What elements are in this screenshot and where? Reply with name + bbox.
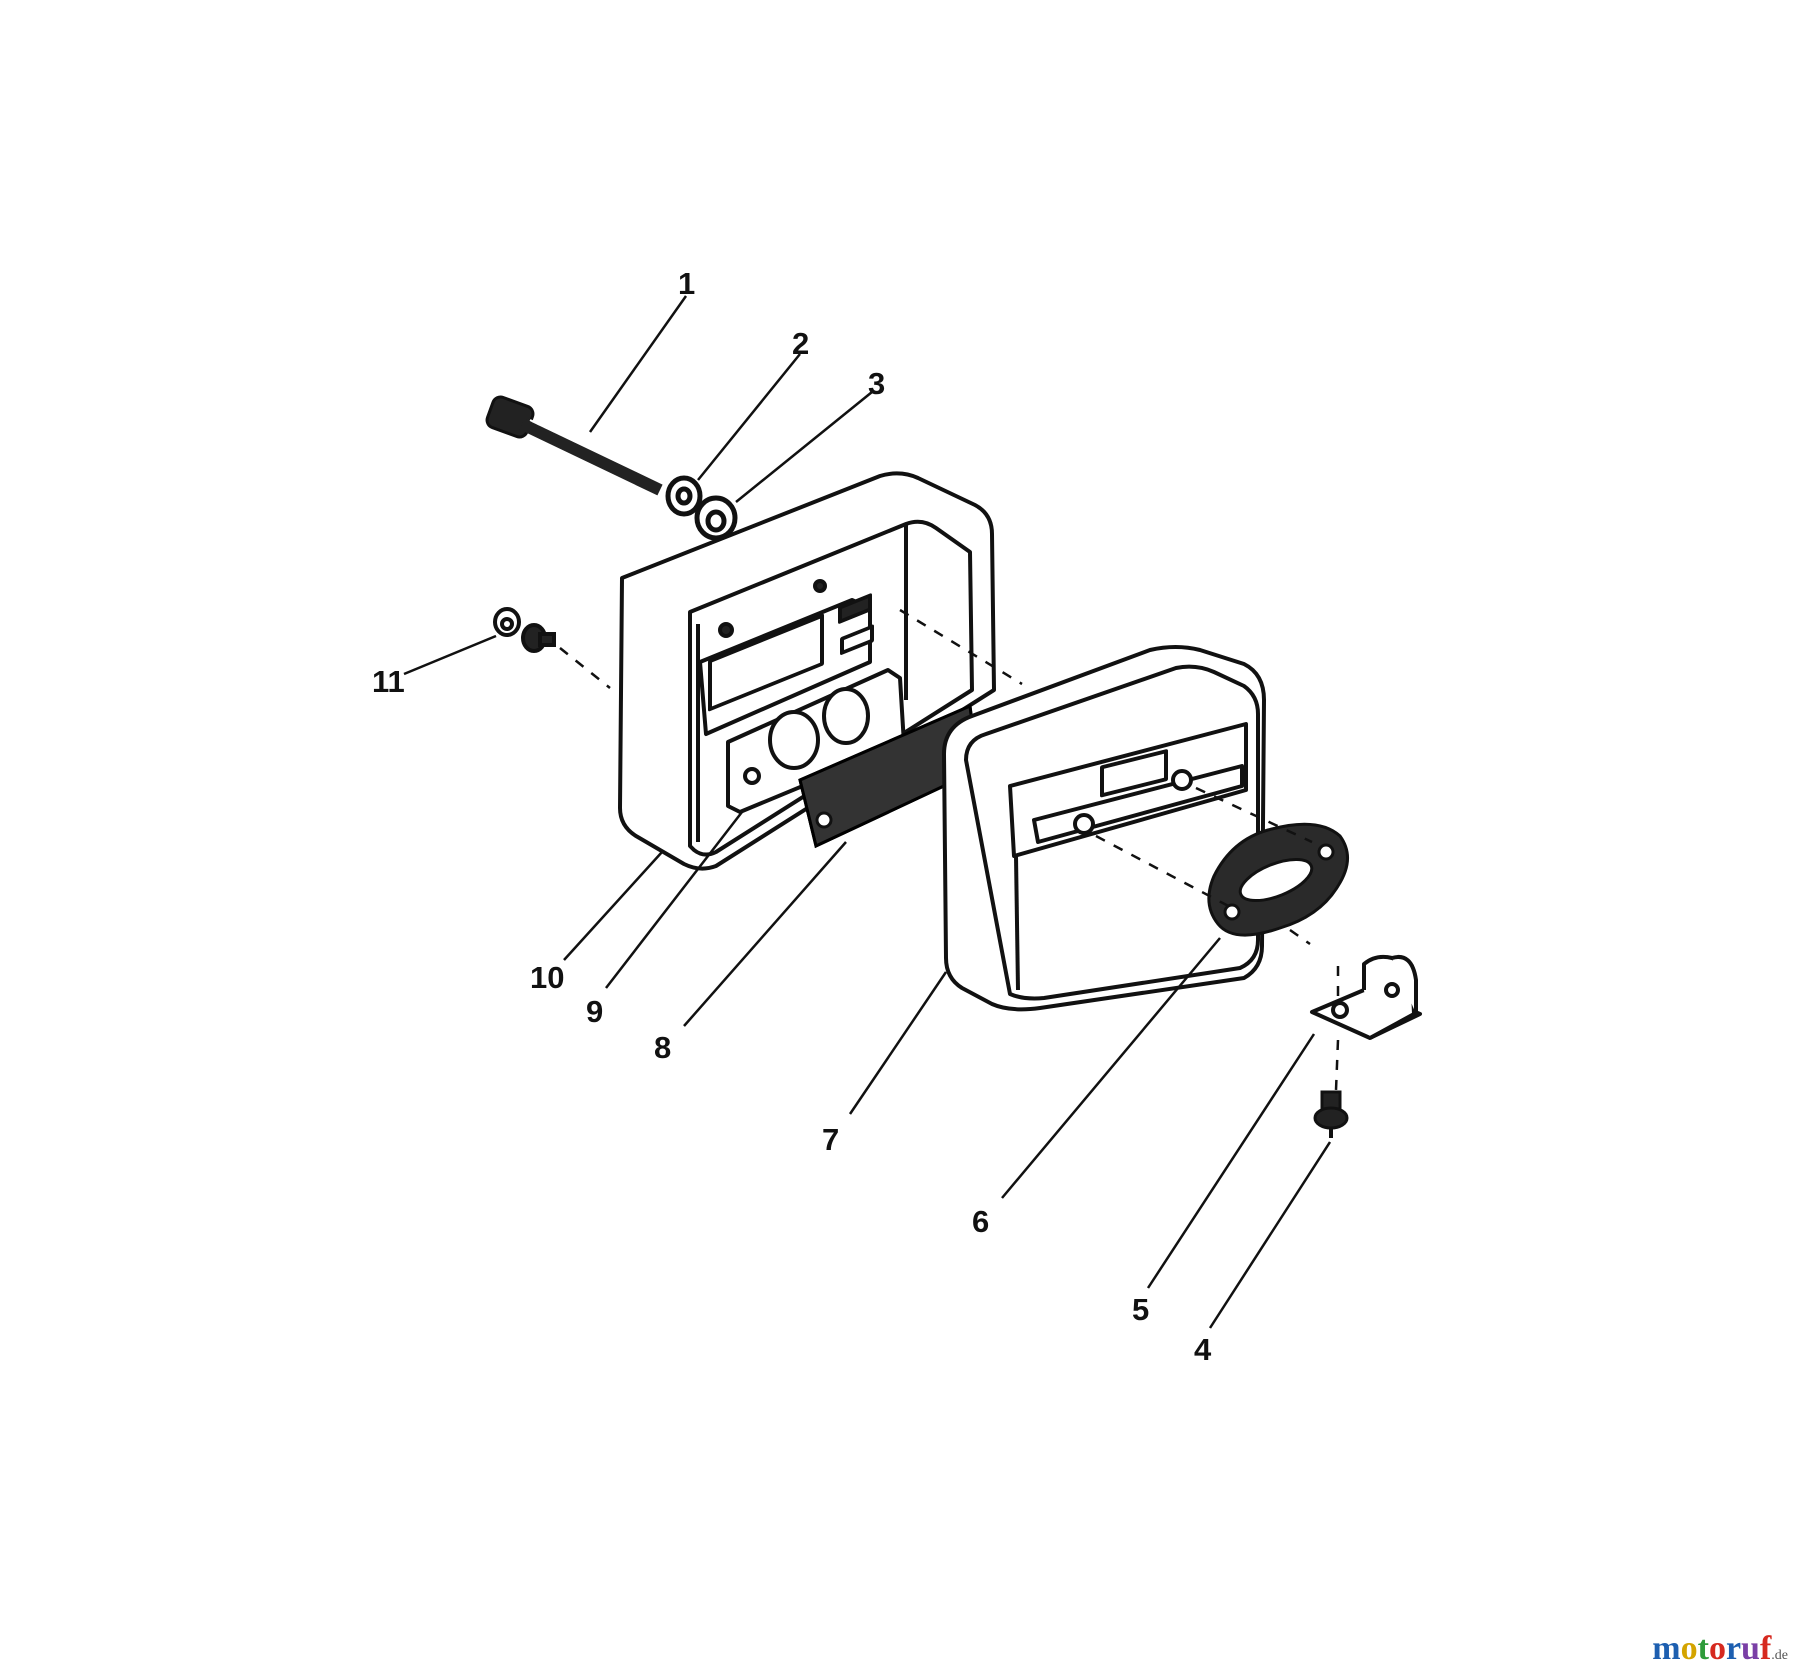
callout-4: 4 (1194, 1332, 1212, 1367)
callout-3: 3 (868, 366, 885, 401)
callout-11: 11 (372, 664, 405, 699)
site-watermark: motoruf.de (1652, 1630, 1788, 1668)
watermark-logo: motoruf (1652, 1630, 1771, 1667)
callout-1: 1 (678, 266, 695, 301)
watermark-letter: o (1708, 1630, 1726, 1667)
deflector-plate-icon (726, 668, 906, 814)
callout-7: 7 (822, 1122, 839, 1157)
watermark-letter: r (1725, 1630, 1742, 1667)
leader-lines (403, 295, 1332, 1329)
callout-9: 9 (586, 994, 603, 1029)
gasket-icon (1207, 822, 1349, 937)
assembly-lines (559, 608, 1340, 1091)
watermark-letter: u (1741, 1630, 1760, 1667)
callout-6: 6 (972, 1204, 989, 1239)
muffler-body-icon (942, 645, 1266, 1012)
watermark-letter: t (1697, 1630, 1709, 1667)
muffler-guard-icon (618, 471, 996, 871)
lock-washer-icon (665, 475, 703, 517)
callout-8: 8 (654, 1030, 671, 1065)
flat-washer-icon (694, 495, 738, 541)
nut-washer-icon (493, 607, 556, 653)
watermark-letter: m (1652, 1630, 1681, 1667)
long-bolt-icon (485, 395, 666, 496)
watermark-letter: o (1680, 1630, 1698, 1667)
watermark-tld: .de (1771, 1648, 1788, 1663)
callout-labels: 1 2 3 4 5 6 7 8 9 10 11 (372, 266, 1212, 1367)
watermark-letter: f (1759, 1630, 1772, 1667)
callout-2: 2 (792, 326, 809, 361)
callout-5: 5 (1132, 1292, 1149, 1327)
callout-10: 10 (530, 960, 564, 995)
screw-icon (1313, 1090, 1349, 1138)
angle-bracket-icon (1310, 954, 1422, 1040)
